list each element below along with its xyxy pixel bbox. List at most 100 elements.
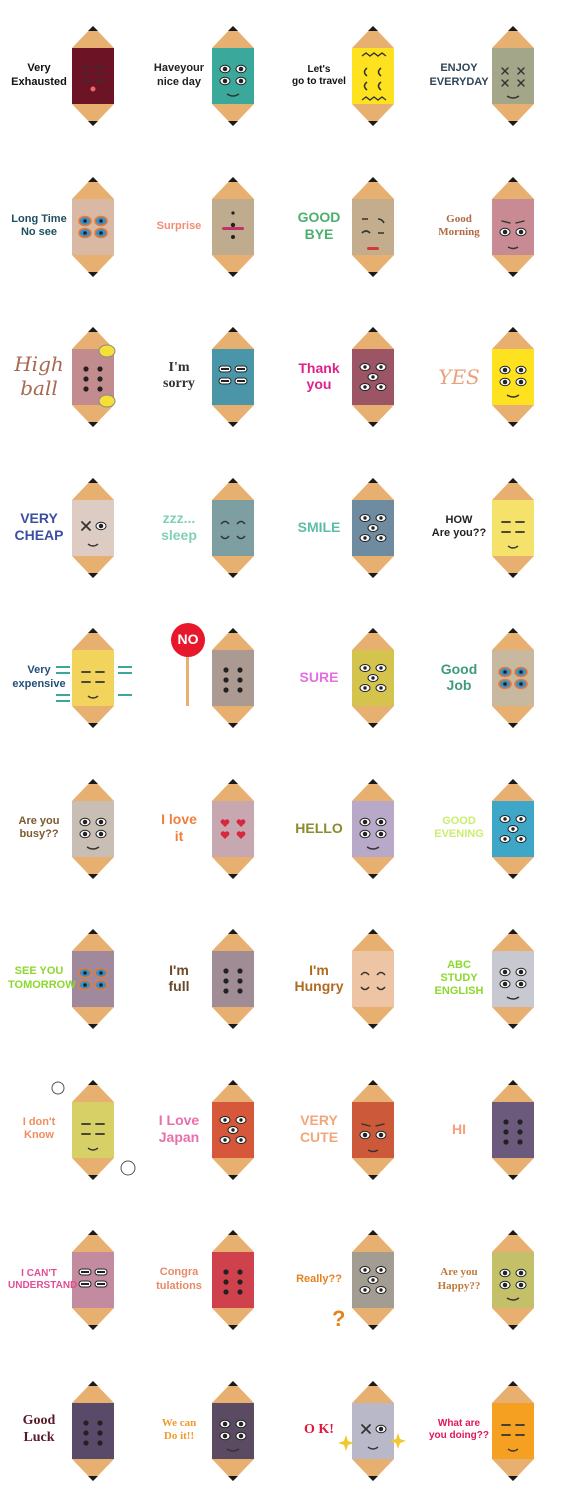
sticker[interactable]: I Love Japan bbox=[148, 1056, 288, 1206]
sticker[interactable]: GOOD BYE bbox=[288, 153, 428, 303]
sticker-caption: I don't Know bbox=[22, 1115, 56, 1142]
pencil-body bbox=[72, 650, 114, 706]
pencil-bottom-tip bbox=[212, 856, 254, 879]
pencil-character bbox=[72, 628, 114, 728]
pencil-body bbox=[72, 800, 114, 857]
sticker[interactable]: O K! bbox=[288, 1357, 428, 1507]
sticker-caption: SURE bbox=[299, 669, 339, 686]
pencil-top-tip bbox=[212, 176, 254, 199]
sticker[interactable]: NO bbox=[148, 604, 288, 754]
pencil-body bbox=[72, 1252, 114, 1308]
pencil-top-tip bbox=[492, 1380, 534, 1403]
pencil-figure bbox=[208, 176, 258, 277]
pencil-figure bbox=[488, 477, 538, 578]
face bbox=[82, 65, 104, 92]
face bbox=[499, 219, 527, 249]
sticker[interactable]: We can Do it!! bbox=[148, 1357, 288, 1507]
pencil-character bbox=[352, 176, 394, 277]
pencil-figure bbox=[348, 26, 398, 126]
pencil-top-tip bbox=[212, 26, 254, 48]
sticker[interactable]: Congra tulations bbox=[148, 1206, 288, 1356]
sticker[interactable]: SURE bbox=[288, 604, 428, 754]
sticker[interactable]: SMILE bbox=[288, 454, 428, 604]
pencil-body bbox=[72, 1101, 114, 1158]
sticker[interactable]: SEE YOU TOMORROW bbox=[8, 905, 148, 1055]
pencil-figure bbox=[208, 1380, 258, 1481]
sticker[interactable]: Good Luck bbox=[8, 1357, 148, 1507]
sticker[interactable]: ABC STUDY ENGLISH bbox=[428, 905, 562, 1055]
sticker[interactable]: I don't Know bbox=[8, 1056, 148, 1206]
sticker-caption: GOOD EVENING bbox=[434, 814, 484, 841]
sticker[interactable]: High ball bbox=[8, 303, 148, 453]
sticker[interactable]: GOOD EVENING bbox=[428, 755, 562, 905]
sticker[interactable]: I'm sorry bbox=[148, 303, 288, 453]
sticker[interactable]: zzz... sleep bbox=[148, 454, 288, 604]
pencil-top-tip bbox=[72, 176, 114, 199]
sticker[interactable]: YES bbox=[428, 303, 562, 453]
sticker[interactable]: Let's go to travel bbox=[288, 2, 428, 152]
sticker[interactable]: VERY CHEAP bbox=[8, 454, 148, 604]
pencil-character bbox=[492, 477, 534, 578]
sticker[interactable]: Good Morning bbox=[428, 153, 562, 303]
pencil-figure bbox=[348, 1380, 398, 1481]
pencil-top-tip bbox=[352, 176, 394, 199]
sticker-caption: ABC STUDY ENGLISH bbox=[434, 958, 484, 997]
pencil-top-tip bbox=[72, 929, 114, 951]
sticker[interactable]: What are you doing?? bbox=[428, 1357, 562, 1507]
sticker[interactable]: Long Time No see bbox=[8, 153, 148, 303]
sticker[interactable]: Surprise bbox=[148, 153, 288, 303]
sticker-caption: I'm sorry bbox=[163, 359, 195, 392]
pencil-character bbox=[492, 176, 534, 277]
sticker[interactable]: ENJOY EVERYDAY bbox=[428, 2, 562, 152]
face bbox=[499, 967, 527, 1000]
sticker-caption: I CAN'T UNDERSTAND bbox=[8, 1267, 78, 1291]
pencil-top-tip bbox=[352, 1230, 394, 1252]
sticker[interactable]: Very expensive bbox=[8, 604, 148, 754]
sticker[interactable]: Good Job bbox=[428, 604, 562, 754]
pencil-figure bbox=[488, 1380, 538, 1481]
pencil-body bbox=[492, 1101, 534, 1158]
sticker-caption: High ball bbox=[14, 352, 64, 401]
no-sign-icon bbox=[168, 620, 208, 715]
sticker-caption: VERY CHEAP bbox=[14, 510, 64, 543]
sticker[interactable]: I'm full bbox=[148, 905, 288, 1055]
pencil-body bbox=[212, 48, 254, 104]
pencil-bottom-tip bbox=[492, 856, 534, 879]
sticker-caption: Let's go to travel bbox=[292, 63, 346, 87]
pencil-top-tip bbox=[72, 1230, 114, 1252]
sticker-caption: HELLO bbox=[295, 819, 343, 836]
pencil-character bbox=[352, 1079, 394, 1180]
pencil-bottom-tip bbox=[492, 1458, 534, 1481]
sticker-caption: Very expensive bbox=[12, 664, 66, 690]
sticker[interactable]: Thank you bbox=[288, 303, 428, 453]
sticker[interactable]: HOW Are you?? bbox=[428, 454, 562, 604]
pencil-bottom-tip bbox=[492, 1007, 534, 1029]
pencil-body bbox=[212, 1402, 254, 1459]
sticker[interactable]: Are you busy?? bbox=[8, 755, 148, 905]
pencil-bottom-tip bbox=[72, 706, 114, 728]
sticker[interactable]: Very Exhausted bbox=[8, 2, 148, 152]
pencil-top-tip bbox=[492, 1079, 534, 1102]
sticker[interactable]: Haveyour nice day bbox=[148, 2, 288, 152]
pencil-character bbox=[492, 1079, 534, 1180]
sticker-caption: Good Job bbox=[440, 660, 478, 694]
pencil-figure bbox=[488, 327, 538, 427]
pencil-figure bbox=[68, 628, 118, 728]
face bbox=[219, 64, 247, 97]
pencil-body bbox=[212, 349, 254, 405]
sticker-caption: GOOD BYE bbox=[297, 209, 341, 242]
pencil-bottom-tip bbox=[212, 254, 254, 277]
face bbox=[219, 1115, 247, 1144]
pencil-bottom-tip bbox=[352, 1458, 394, 1481]
sticker[interactable]: I'm Hungry bbox=[288, 905, 428, 1055]
face bbox=[78, 967, 108, 991]
sticker[interactable]: VERY CUTE bbox=[288, 1056, 428, 1206]
thought-cloud-icon bbox=[50, 1076, 140, 1191]
sticker[interactable]: ?Really?? bbox=[288, 1206, 428, 1356]
pencil-body bbox=[352, 951, 394, 1007]
sticker[interactable]: I love it bbox=[148, 755, 288, 905]
sticker[interactable]: Are you Happy?? bbox=[428, 1206, 562, 1356]
sticker[interactable]: HI bbox=[428, 1056, 562, 1206]
sticker[interactable]: HELLO bbox=[288, 755, 428, 905]
sticker[interactable]: I CAN'T UNDERSTAND bbox=[8, 1206, 148, 1356]
